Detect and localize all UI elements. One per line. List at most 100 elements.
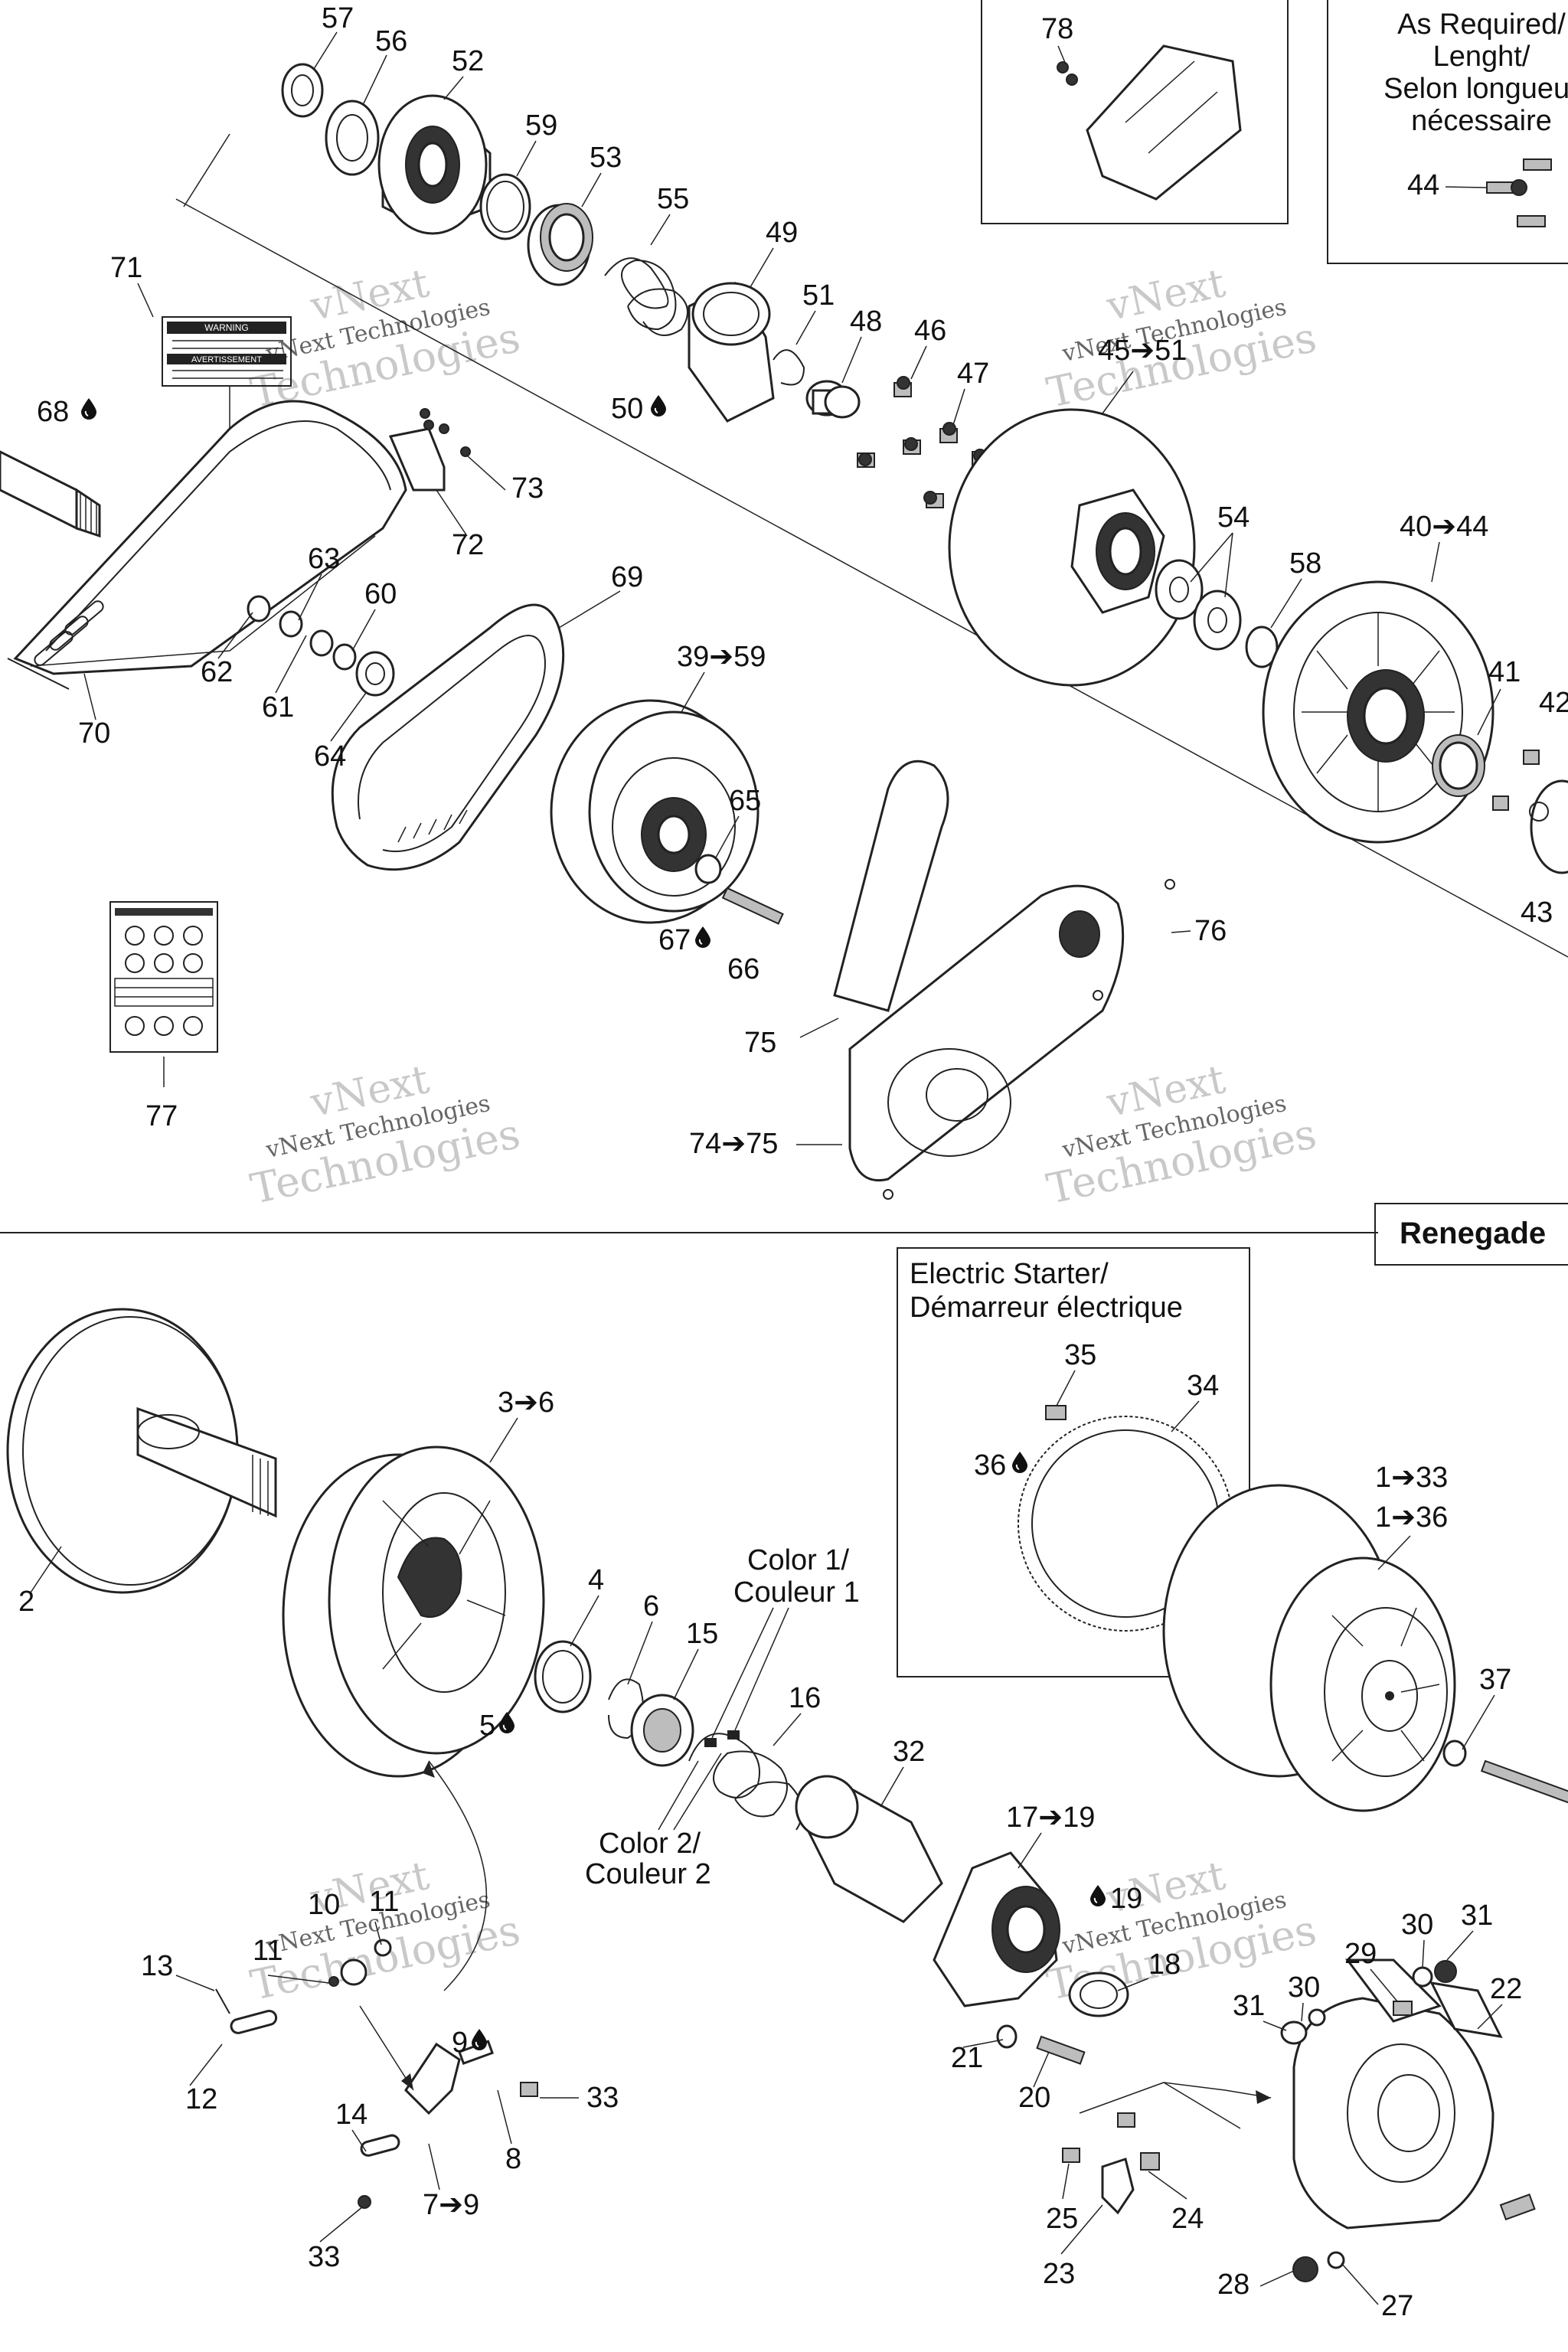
label-42: 42 [1539, 687, 1568, 719]
as-required-text: As Required/ Lenght/ Selon longueur néce… [1383, 8, 1568, 137]
label-19: 19 [1110, 1883, 1142, 1915]
label-11a: 11 [369, 1886, 399, 1918]
label-57: 57 [322, 2, 354, 34]
top-leader-lines [83, 31, 1501, 1145]
svg-text:Color 2/: Color 2/ [599, 1828, 701, 1860]
assembly-arrow-left [428, 1760, 488, 1991]
svg-text:AVERTISSEMENT: AVERTISSEMENT [191, 355, 262, 364]
label-16: 16 [789, 1682, 821, 1714]
label-1-36: 1➔36 [1375, 1501, 1448, 1534]
label-50: 50 [611, 393, 643, 425]
svg-text:Color 1/: Color 1/ [747, 1544, 849, 1576]
nut-42 [1523, 750, 1540, 765]
fixed-sheave-2 [6, 1308, 277, 1594]
label-9: 9 [452, 2027, 468, 2059]
label-78: 78 [1041, 13, 1073, 45]
label-29: 29 [1344, 1938, 1377, 1970]
top-labels: 57 56 52 59 53 55 49 51 48 46 47 50 71 6… [37, 2, 1568, 1160]
label-2: 2 [18, 1586, 34, 1618]
label-34: 34 [1187, 1370, 1219, 1402]
bushing-18 [1068, 1971, 1129, 2017]
bottom-labels: 3➔6 2 4 6 15 16 5 32 17➔19 19 18 10 11 1… [18, 1339, 1522, 2322]
label-76: 76 [1194, 915, 1227, 947]
pulley-guard-75 [833, 760, 1175, 1200]
label-33a: 33 [586, 2082, 619, 2114]
label-20: 20 [1018, 2082, 1050, 2114]
label-52: 52 [452, 45, 484, 77]
label-10: 10 [308, 1889, 340, 1921]
label-69: 69 [611, 561, 643, 593]
label-53: 53 [590, 142, 622, 174]
bolts-44 [1486, 158, 1552, 227]
label-66: 66 [727, 953, 760, 985]
bracket-inset-box [981, 0, 1289, 224]
as-required-box [1327, 0, 1568, 264]
belt-guard-70 [7, 400, 407, 690]
svg-text:As Required/: As Required/ [1397, 8, 1566, 41]
label-31a: 31 [1461, 1900, 1493, 1932]
label-45-51: 45➔51 [1098, 335, 1187, 367]
washer-30 [1412, 1966, 1433, 1988]
watermark-2: vNext vNext Technologies Technologies [1043, 260, 1321, 417]
screws-73 [420, 408, 471, 457]
label-33b: 33 [308, 2241, 340, 2273]
warning-decal-71: WARNING AVERTISSEMENT [162, 316, 292, 387]
label-31b: 31 [1233, 1990, 1265, 2022]
electric-starter-title-fr: Démarreur électrique [910, 1292, 1183, 1324]
label-62: 62 [201, 656, 233, 688]
lubricant-icon-67 [695, 926, 710, 948]
label-5: 5 [479, 1710, 495, 1742]
label-58: 58 [1289, 547, 1321, 580]
sleeve-49 [688, 282, 775, 423]
label-51: 51 [802, 279, 835, 312]
bushing-53 [527, 203, 593, 286]
washer-54a [1155, 559, 1204, 620]
label-61: 61 [262, 691, 294, 724]
bushing-48 [805, 380, 861, 419]
label-72: 72 [452, 529, 484, 561]
label-25: 25 [1046, 2203, 1078, 2235]
lubricant-icon-19 [1090, 1885, 1106, 1906]
label-17-19: 17➔19 [1006, 1802, 1095, 1834]
axis-line-end [183, 133, 230, 207]
svg-text:Lenght/: Lenght/ [1433, 41, 1530, 73]
label-74-75: 74➔75 [689, 1128, 778, 1160]
label-55: 55 [657, 183, 689, 215]
label-13: 13 [141, 1950, 173, 1982]
lever-23-25 [1062, 2112, 1160, 2215]
lubricant-icon-68 [81, 398, 96, 420]
snap-ring-57 [281, 63, 324, 118]
label-56: 56 [375, 25, 407, 57]
label-35: 35 [1064, 1339, 1096, 1371]
label-1-33: 1➔33 [1375, 1462, 1448, 1494]
washer-54b [1193, 590, 1242, 651]
label-68: 68 [37, 396, 69, 428]
color-2-note: Color 2/ Couleur 2 [585, 1753, 722, 1890]
nut-31 [1434, 1960, 1457, 1983]
label-30b: 30 [1288, 1971, 1320, 2004]
watermark-4: vNext vNext Technologies Technologies [1043, 1057, 1321, 1214]
label-73: 73 [511, 472, 544, 505]
washer-65 [694, 854, 722, 884]
label-67: 67 [658, 924, 691, 956]
shaft-68 [0, 450, 101, 538]
spring-16 [688, 1730, 803, 1831]
lubricant-icon-9 [472, 2029, 487, 2050]
electric-starter-box [897, 1247, 1250, 1677]
label-15: 15 [686, 1618, 718, 1650]
label-37: 37 [1479, 1664, 1511, 1696]
spider-17-19 [933, 1851, 1060, 2007]
sleeve-32 [795, 1775, 943, 1923]
ring-59 [479, 173, 531, 240]
label-11b: 11 [253, 1935, 283, 1967]
pin-arrow [359, 2005, 414, 2091]
label-48: 48 [850, 305, 882, 338]
bearing-56 [325, 100, 380, 176]
screw-29 [1393, 2001, 1413, 2016]
label-22: 22 [1490, 1973, 1522, 2005]
watermark-6: vNext vNext Technologies Technologies [1043, 1853, 1321, 2010]
label-12: 12 [185, 2083, 217, 2115]
nut-28 [1292, 2256, 1318, 2282]
label-46: 46 [914, 315, 946, 347]
ring-58 [1245, 626, 1279, 668]
